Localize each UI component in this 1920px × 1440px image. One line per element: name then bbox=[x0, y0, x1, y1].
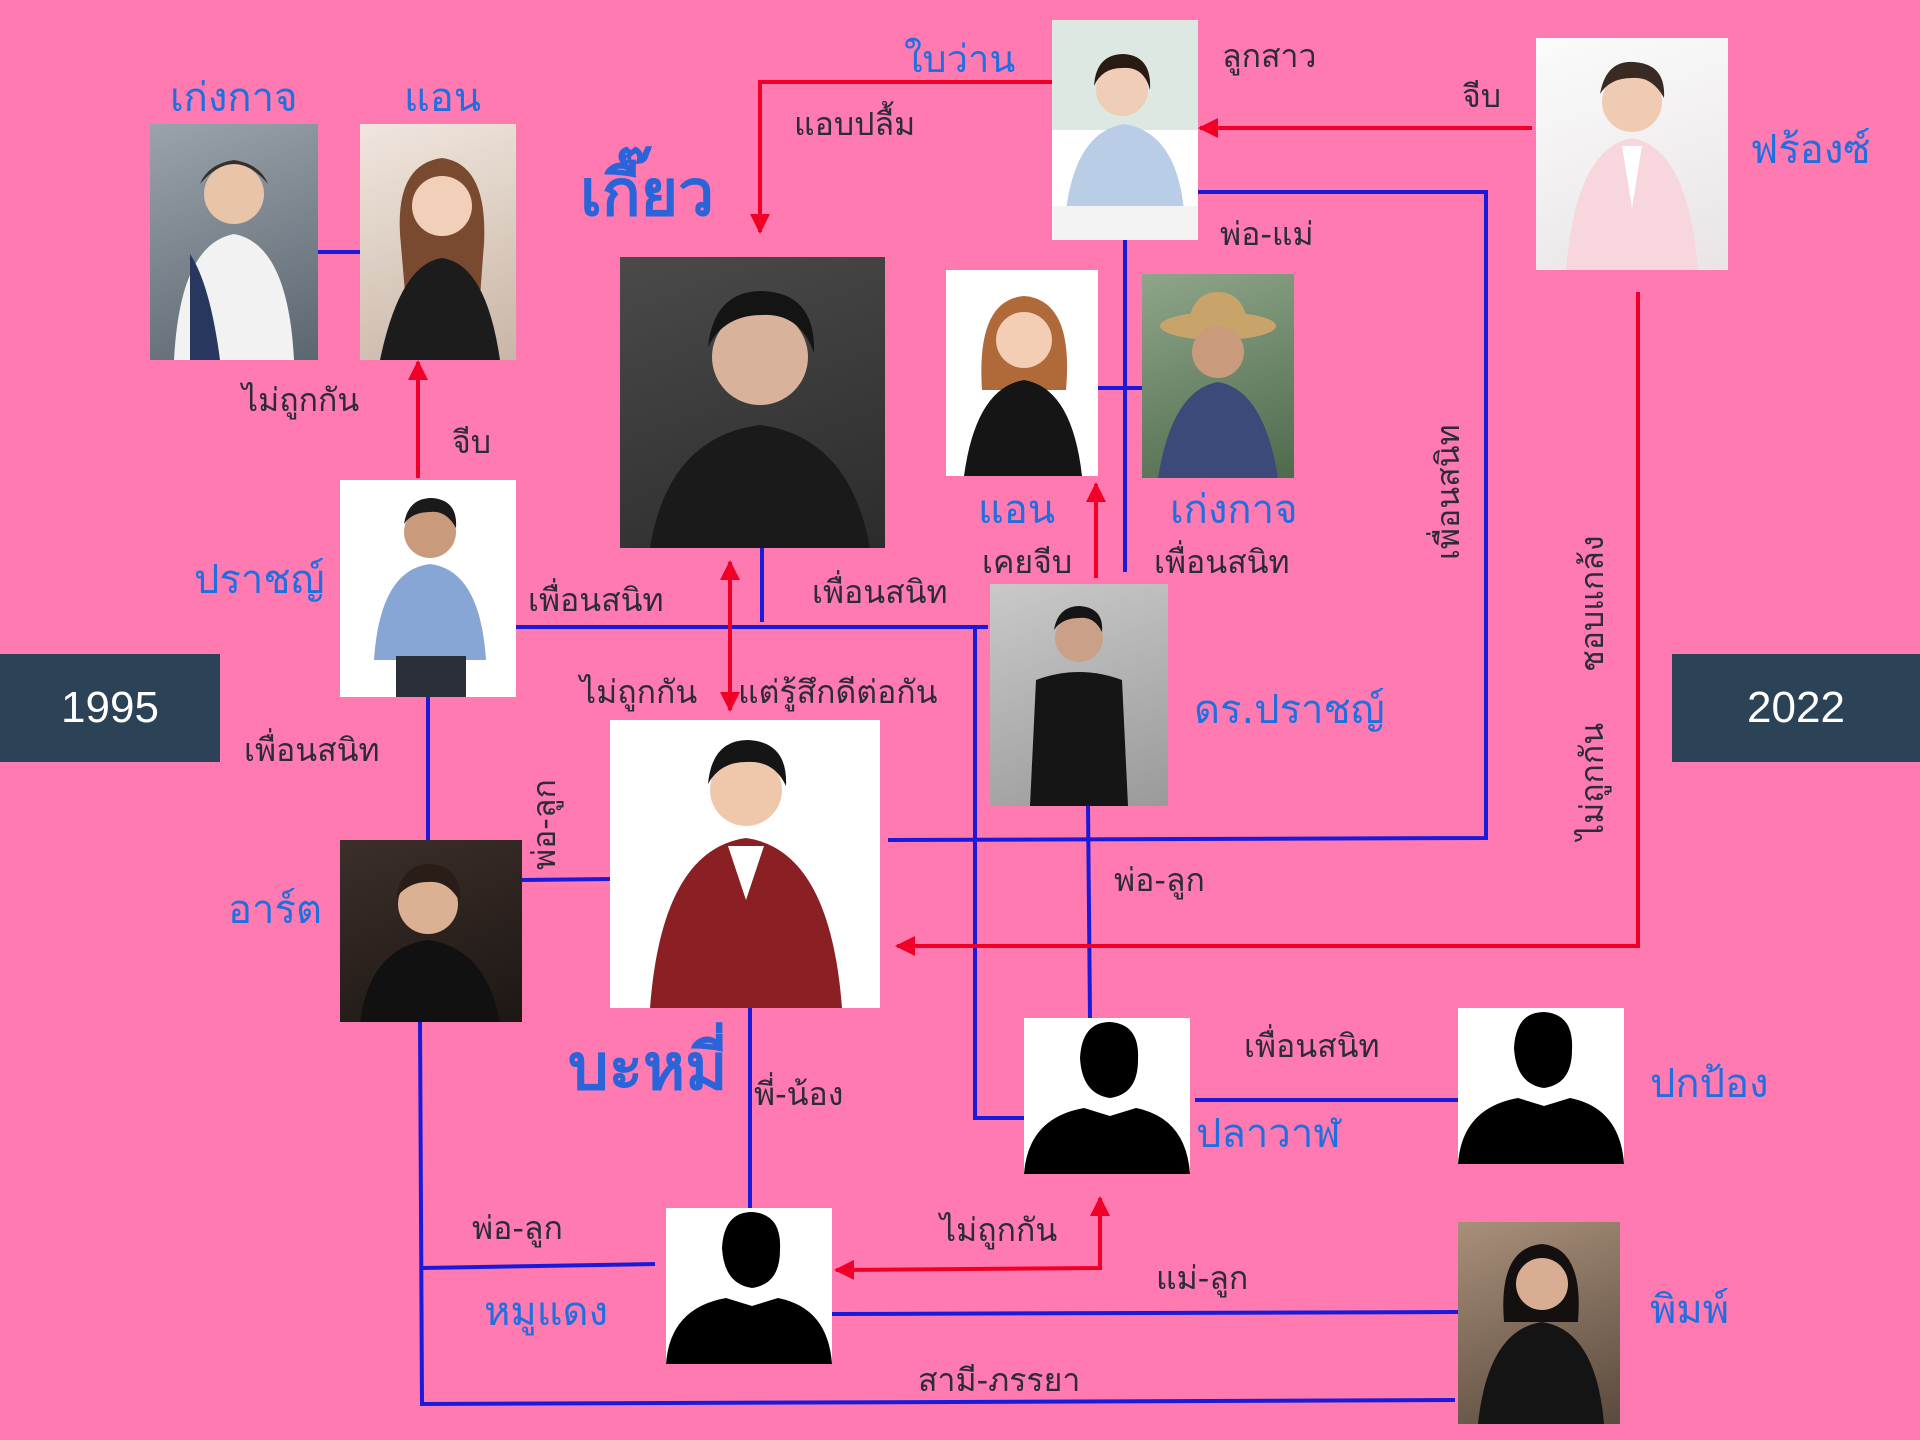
photo-bami bbox=[610, 720, 880, 1008]
label-mai-took-kan-kiew: ไม่ถูกกัน bbox=[580, 673, 698, 711]
line-dr-plawal bbox=[973, 627, 1024, 1120]
photo-art bbox=[340, 840, 522, 1022]
name-prach: ปราชญ์ bbox=[194, 557, 325, 603]
label-baiwan: ใบว่าน bbox=[904, 37, 1016, 81]
person-silhouette-icon bbox=[174, 160, 294, 360]
photo-ann-1995 bbox=[360, 124, 516, 360]
photo-prach bbox=[340, 480, 516, 697]
photo-plawal bbox=[1024, 1018, 1190, 1174]
line-art-moodaeng bbox=[421, 1262, 656, 1270]
person-silhouette-icon bbox=[1052, 20, 1198, 240]
label-por-luk-dr: พ่อ-ลูก bbox=[1114, 861, 1205, 899]
person-silhouette-icon bbox=[666, 1212, 832, 1364]
photo-pim bbox=[1458, 1222, 1620, 1424]
label-aeb-plum: แอบปลื้ม bbox=[794, 105, 916, 143]
label-jeeb-prach: จีบ bbox=[452, 423, 492, 461]
arrow-france-bami bbox=[895, 292, 1640, 956]
person-silhouette-icon bbox=[380, 158, 500, 360]
label-por-luk-moodaeng: พ่อ-ลูก bbox=[472, 1209, 563, 1247]
photo-pokpong bbox=[1458, 1008, 1624, 1164]
photo-kiew bbox=[620, 257, 885, 548]
label-jeeb-france: จีบ bbox=[1462, 77, 1502, 115]
name-kengkaj-2022: เก่งกาจ bbox=[1170, 487, 1298, 533]
label-puan-sanit-prach-art: เพื่อนสนิท bbox=[244, 731, 380, 769]
label-chob-kae-klang: ชอบแกล้ง bbox=[1573, 535, 1611, 672]
person-silhouette-icon bbox=[374, 498, 486, 697]
person-silhouette-icon bbox=[1030, 606, 1128, 806]
person-silhouette-icon bbox=[1478, 1244, 1604, 1424]
label-puan-sanit-prach-kiew: เพื่อนสนิท bbox=[528, 581, 664, 619]
label-pee-nong: พี่-น้อง bbox=[754, 1075, 844, 1113]
label-tae-ruesuek: แต่รู้สึกดีต่อกัน bbox=[738, 673, 938, 711]
label-por-mae: พ่อ-แม่ bbox=[1220, 215, 1314, 253]
label-puan-sanit-keng: เพื่อนสนิท bbox=[1154, 543, 1290, 581]
year-1995-box: 1995 bbox=[0, 654, 220, 762]
person-silhouette-icon bbox=[1458, 1012, 1624, 1164]
person-silhouette-icon bbox=[964, 296, 1082, 476]
line-art-pim-spouse bbox=[418, 1021, 1456, 1407]
name-pim: พิมพ์ bbox=[1650, 1287, 1730, 1333]
arrow-baiwan-kiew bbox=[750, 80, 1052, 234]
name-kiew: เกี๊ยว bbox=[580, 157, 715, 231]
photo-baiwan bbox=[1052, 20, 1198, 240]
arrow-plawal-moodaeng bbox=[834, 1196, 1110, 1280]
name-pokpong: ปกป้อง bbox=[1650, 1061, 1769, 1107]
label-koey-jeeb: เคยจีบ bbox=[982, 543, 1073, 581]
line-art-bami bbox=[521, 877, 611, 882]
name-art: อาร์ต bbox=[228, 887, 322, 933]
photo-ann-2022 bbox=[946, 270, 1098, 476]
label-samee-panraya: สามี-ภรรยา bbox=[918, 1361, 1081, 1399]
line-moodaeng-pim bbox=[831, 1310, 1459, 1316]
label-puan-sanit-plawal: เพื่อนสนิท bbox=[1244, 1027, 1380, 1065]
label-puan-sanit-kiew-dr: เพื่อนสนิท bbox=[812, 573, 948, 611]
photo-moodaeng bbox=[666, 1208, 832, 1364]
year-2022-label: 2022 bbox=[1747, 683, 1845, 732]
line-dr-plawal-father bbox=[1086, 804, 1092, 1019]
person-silhouette-icon bbox=[360, 864, 500, 1022]
label-luk-sao: ลูกสาว bbox=[1222, 37, 1317, 75]
label-puan-sanit-vertical: เพื่อนสนิท bbox=[1429, 424, 1467, 560]
name-bami: บะหมี่ bbox=[568, 1031, 728, 1105]
person-silhouette-icon bbox=[1024, 1022, 1190, 1174]
photo-france bbox=[1536, 38, 1728, 270]
photo-dr-prach bbox=[990, 584, 1168, 806]
name-ann-1995: แอน bbox=[404, 75, 482, 121]
label-mai-took-kan-france: ไม่ถูกกัน bbox=[1573, 722, 1611, 840]
photo-kengkaj-1995 bbox=[150, 124, 318, 360]
name-plawal: ปลาวาฬ bbox=[1196, 1111, 1341, 1157]
name-dr-prach: ดร.ปราชญ์ bbox=[1194, 687, 1385, 733]
label-mai-took-kan-1995: ไม่ถูกกัน bbox=[242, 381, 360, 419]
name-france: ฟร้องซ์ bbox=[1750, 127, 1871, 173]
person-silhouette-icon bbox=[650, 740, 842, 1008]
year-2022-box: 2022 bbox=[1672, 654, 1920, 762]
year-1995-label: 1995 bbox=[61, 683, 159, 732]
name-kengkaj-1995: เก่งกาจ bbox=[170, 75, 298, 121]
line-daughter-bami-friends bbox=[887, 190, 1488, 842]
name-ann-2022: แอน bbox=[978, 487, 1056, 533]
person-silhouette-icon bbox=[1158, 292, 1278, 478]
label-mai-took-kan-moodaeng: ไม่ถูกกัน bbox=[940, 1211, 1058, 1249]
name-moodaeng: หมูแดง bbox=[484, 1289, 609, 1335]
photo-kengkaj-2022 bbox=[1142, 274, 1294, 478]
label-por-luk-art-bami: พ่อ-ลูก bbox=[525, 779, 563, 870]
person-silhouette-icon bbox=[650, 291, 870, 548]
label-mae-luk: แม่-ลูก bbox=[1156, 1259, 1249, 1297]
person-silhouette-icon bbox=[1566, 61, 1698, 270]
